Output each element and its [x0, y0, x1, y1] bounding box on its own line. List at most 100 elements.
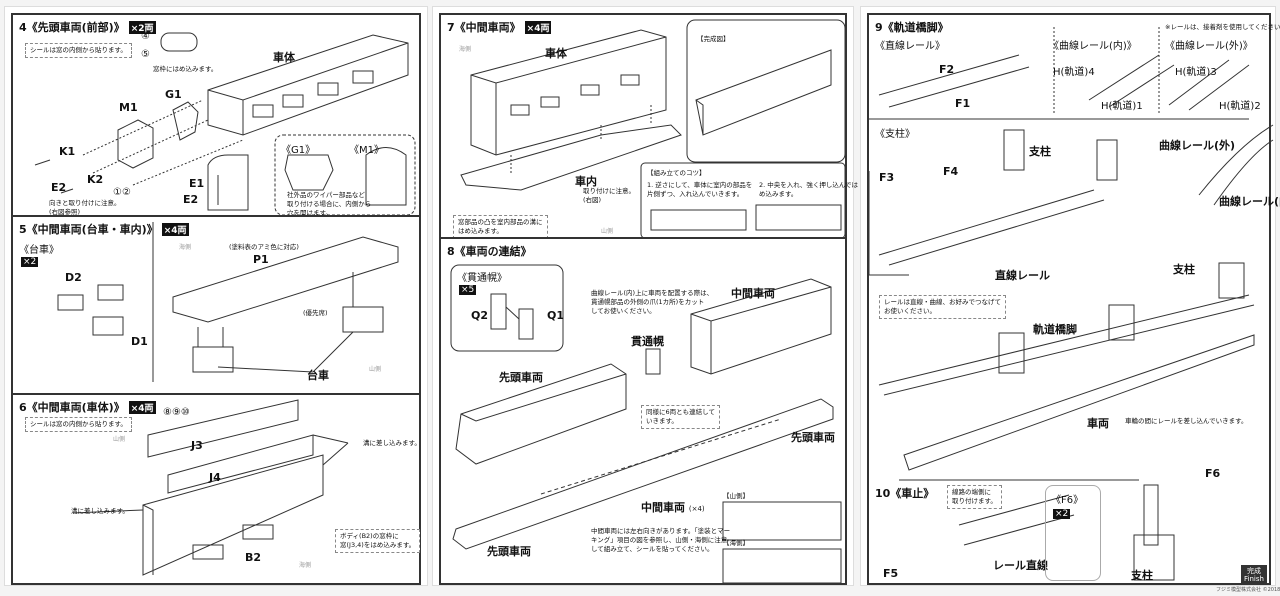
- track-pier-illustration: [868, 27, 1274, 581]
- part-e1-label: E1: [189, 177, 205, 190]
- part-h2-label: H(軌道)2: [1219, 101, 1261, 112]
- part-q2-label: Q2: [471, 309, 489, 322]
- note-line: め込みます。: [759, 190, 798, 198]
- note-line: 曲線レール(内)上に車両を配置する際は、: [591, 289, 714, 297]
- step-title-text: 6《中間車両(車体)》: [19, 401, 125, 414]
- orientation-caution: 向きと取り付けに注意。(右図参照): [49, 199, 121, 217]
- part-f3-label: F3: [879, 171, 895, 184]
- step-6-panel: 6《中間車両(車体)》×4両 シールは窓の内側から貼ります。 ⑧⑨⑩ J3 J4…: [11, 393, 421, 585]
- part-h1-label: H(軌道)1: [1101, 101, 1143, 112]
- note-line: 線路の端側に: [952, 488, 991, 496]
- note-line: 取り付けます。: [952, 497, 997, 505]
- middle-cars-label: 中間車両 (×4): [641, 499, 705, 515]
- front-car-illustration: [34, 32, 416, 216]
- mountain-side-heading: 【山側】: [723, 492, 749, 500]
- lead-car-label: 先頭車両: [499, 371, 543, 384]
- part-j4-label: J4: [209, 471, 221, 484]
- wheel-note: 車輪の間にレールを差し込んでいきます。: [1125, 417, 1248, 425]
- straight-rail-heading: 《直線レール》: [875, 41, 945, 52]
- note-line: 貫通幌部品の外側の爪(1カ所)をカット: [591, 298, 705, 306]
- part-q1-label: Q1: [547, 309, 565, 322]
- outer-curve-heading: 《曲線レール(外)》: [1165, 41, 1253, 52]
- bogie-label: 台車: [307, 369, 329, 382]
- quantity-text: (×4): [688, 505, 705, 513]
- sea-side-label: 海側: [179, 244, 192, 251]
- part-d1-label: D1: [131, 335, 148, 348]
- couple-all-note: 同様に6両とも連結していきます。: [641, 405, 720, 429]
- part-f1-label: F1: [955, 97, 971, 110]
- part-5-label: ⑤: [141, 49, 150, 60]
- step-7-panel: 7《中間車両》×4両 車体 海側 【完成図】 車内 取り付けに注意。(右図) 窓…: [439, 13, 858, 239]
- glue-note: ※レールは、接着剤を使用してください。: [1165, 23, 1280, 31]
- lead-car-label-3: 先頭車両: [487, 545, 531, 558]
- quantity-badge: ×2: [1053, 509, 1071, 519]
- f6-heading: 《F6》: [1051, 495, 1084, 506]
- step-9-panel: 9《軌道橋脚》 ※レールは、接着剤を使用してください。 《直線レール》 F2 F…: [867, 13, 1280, 585]
- finish-text: Finish: [1244, 575, 1264, 583]
- step-8-panel: 8《車両の連結》 《貫通幌》 ×5 Q2 Q1 曲線レール(内)上に車両を配置す…: [439, 237, 847, 585]
- note-line: 取り付ける場合に、内側から: [287, 200, 372, 208]
- quantity-badge: ×4両: [524, 21, 552, 34]
- window-fit-note: ボディ(B2)の窓枠に窓(J3,4)をはめ込みます。: [335, 529, 421, 553]
- note-line: 1. 逆さにして、車体に室内の部品を: [647, 181, 753, 189]
- interior-label: 車内: [575, 175, 597, 188]
- copyright-footer: フジミ模型株式会社 ©2018.7: [1216, 587, 1280, 593]
- part-f5-label: F5: [883, 567, 899, 580]
- note-line: キング」項目の図を参照し、山側・海側に注意: [591, 536, 728, 544]
- quantity-badge: ×4両: [161, 223, 189, 236]
- sea-side-label: 海側: [459, 46, 472, 53]
- part-m1-label: M1: [119, 101, 138, 114]
- note-line: (右図): [583, 196, 602, 204]
- caution-line: 向きと取り付けに注意。: [49, 199, 121, 207]
- middle-car-illustration: [460, 19, 846, 239]
- sticker-note: シールは窓の内側から貼ります。: [25, 417, 132, 432]
- parts-12-label: ①②: [113, 187, 131, 198]
- part-e2-label: E2: [51, 181, 67, 194]
- sticker-numbers: ⑧⑨⑩: [163, 407, 190, 418]
- part-j3-label: J3: [191, 439, 203, 452]
- wiper-note: 社外品のワイパー部品など取り付ける場合に、内側から穴を開けます。: [287, 191, 371, 218]
- rail-connect-note: レールは直線・曲線、お好みでつなげてお使いください。: [879, 295, 1006, 319]
- step-8-title: 8《車両の連結》: [447, 245, 532, 258]
- inner-curve-heading: 《曲線レール(内)》: [1049, 41, 1137, 52]
- note-line: 同様に6両とも連結して: [646, 408, 715, 416]
- quantity-badge: ×2: [21, 257, 39, 267]
- bogie-interior-illustration: [57, 222, 399, 382]
- paint-note: (塗料表のアミ色に対応): [229, 243, 299, 251]
- insert-note-left: 溝に差し込みます。: [71, 507, 129, 515]
- note-line: 取り付けに注意。: [583, 187, 635, 195]
- label-text: 中間車両: [641, 501, 685, 514]
- part-f2-label: F2: [939, 63, 955, 76]
- step-4-panel: 4《先頭車両(前部)》×2両 シールは窓の内側から貼ります。 ④ ⑤ 窓枠にはめ…: [11, 13, 421, 217]
- manual-page-3: 9《軌道橋脚》 ※レールは、接着剤を使用してください。 《直線レール》 F2 F…: [860, 6, 1280, 586]
- note-line: 片側ずつ、入れ込んでいきます。: [647, 190, 744, 198]
- pillar-label-3: 支柱: [1131, 569, 1153, 582]
- step-title-text: 7《中間車両》: [447, 21, 521, 34]
- lead-car-label-2: 先頭車両: [791, 431, 835, 444]
- part-p1-label: P1: [253, 253, 269, 266]
- tip-2: 2. 中央を入れ、強く押し込んではめ込みます。: [759, 181, 858, 199]
- assembly-tips-heading: 【組み立てのコツ】: [647, 169, 706, 177]
- car-body-illustration: [72, 399, 349, 576]
- note-line: レールは直線・曲線、お好みでつなげて: [884, 298, 1001, 306]
- note-line: して組み立て、シールを貼ってください。: [591, 545, 714, 553]
- middle-car-label: 中間車両: [731, 287, 775, 300]
- caution-line: (右図参照): [49, 208, 81, 216]
- straight-rail-label-2: レール直線: [993, 559, 1048, 572]
- part-4-label: ④: [141, 31, 150, 42]
- quantity-badge: ×5: [459, 285, 477, 295]
- part-g1-label: G1: [165, 88, 182, 101]
- gangway-label: 貫通幌: [631, 335, 664, 348]
- inset-m1-label: 《M1》: [349, 145, 384, 156]
- part-k2-label: K2: [87, 173, 104, 186]
- pillar-label: 支柱: [1029, 145, 1051, 158]
- note-line: お使いください。: [884, 307, 936, 315]
- outer-curve-label: 曲線レール(外): [1159, 139, 1236, 152]
- mountain-side-label: 山側: [601, 228, 614, 235]
- note-line: 社外品のワイパー部品など: [287, 191, 365, 199]
- sea-side-heading: 【海側】: [723, 539, 749, 547]
- interior-caution: 取り付けに注意。(右図): [583, 187, 635, 205]
- note-line: いきます。: [646, 417, 678, 425]
- note-line: 中間車両には左右向きがあります。「塗装とマー: [591, 527, 731, 535]
